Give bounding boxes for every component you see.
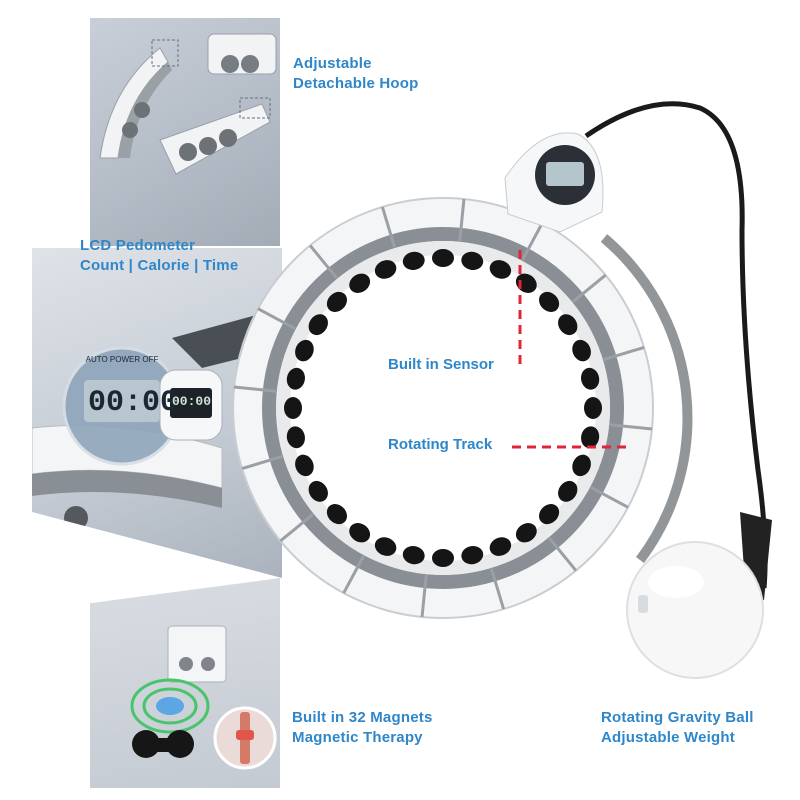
label-lcd-pedometer: LCD Pedometer Count | Calorie | Time <box>80 236 238 276</box>
hoop-seam <box>590 486 629 509</box>
massage-knob <box>326 291 347 312</box>
massage-knob <box>326 504 347 525</box>
massage-knob <box>432 549 454 567</box>
massage-knob <box>572 454 591 477</box>
magnet-icon <box>130 678 210 758</box>
massage-knob <box>308 314 328 336</box>
massage-knob <box>572 339 591 362</box>
massage-knob <box>584 397 602 419</box>
lcd-big-readout: 00:00 <box>88 386 179 420</box>
magnetic-therapy-photo-panel <box>90 578 280 788</box>
massage-knob <box>284 397 302 419</box>
massage-knob <box>432 249 454 267</box>
hoop-seam <box>610 423 653 431</box>
massage-knob <box>539 504 560 525</box>
hoop-seam <box>380 206 396 248</box>
gravity-ball-icon <box>626 541 764 679</box>
hoop-seam <box>308 244 338 279</box>
hoop-seam <box>279 513 314 543</box>
massage-knob <box>402 546 425 565</box>
lcd-counter-icon <box>504 132 604 233</box>
massage-knob <box>402 251 425 270</box>
massage-knob <box>461 546 484 565</box>
hoop-seam <box>342 555 365 594</box>
hoop-seam <box>458 198 466 241</box>
label-line: Detachable Hoop <box>293 75 419 92</box>
label-line: LCD Pedometer <box>80 237 196 254</box>
label-line: Adjustable <box>293 55 372 72</box>
massage-knob <box>295 339 314 362</box>
detachable-hoop-photo-panel <box>90 18 280 246</box>
massage-knob <box>489 537 512 556</box>
hoop-seam <box>233 385 276 393</box>
label-line: Magnetic Therapy <box>292 729 423 746</box>
massage-knob <box>515 523 537 543</box>
label-line: Adjustable Weight <box>601 729 735 746</box>
hoop-seam <box>572 273 607 303</box>
massage-knob <box>489 260 512 279</box>
spine-icon <box>213 706 277 770</box>
hoop-seam <box>241 455 283 471</box>
label-rotating-track: Rotating Track <box>388 436 493 453</box>
massage-knob <box>461 251 484 270</box>
massage-knob <box>349 523 371 543</box>
hoop-segment-icon <box>99 33 277 175</box>
label-gravity-ball: Rotating Gravity Ball Adjustable Weight <box>601 708 754 748</box>
label-line: Count | Calorie | Time <box>80 257 239 274</box>
hoop-seam <box>257 307 296 330</box>
hoop-seam <box>548 537 578 572</box>
label-line: Built in 32 Magnets <box>292 709 433 726</box>
massage-knob <box>295 454 314 477</box>
label-detachable-hoop: Adjustable Detachable Hoop <box>293 54 419 94</box>
massage-knob <box>558 480 578 502</box>
label-magnets: Built in 32 Magnets Magnetic Therapy <box>292 708 433 748</box>
hoop-seam <box>420 575 428 618</box>
lcd-badge-icon: AUTO POWER OFF <box>86 355 159 364</box>
massage-knob <box>349 273 371 293</box>
massage-knob <box>539 291 560 312</box>
massage-knob <box>286 426 305 449</box>
massage-knob <box>308 480 328 502</box>
massage-knob <box>286 367 305 390</box>
hoop-seam <box>521 222 544 261</box>
hoop-seam <box>490 568 506 610</box>
massage-knob <box>558 314 578 336</box>
massage-knob <box>581 426 600 449</box>
lcd-small-readout: 00:00 <box>172 394 212 409</box>
massage-knob <box>581 367 600 390</box>
massage-knob <box>374 260 397 279</box>
massage-knob <box>374 537 397 556</box>
hoop-seam <box>603 345 645 361</box>
label-built-in-sensor: Built in Sensor <box>388 356 494 373</box>
label-line: Rotating Gravity Ball <box>601 709 754 726</box>
